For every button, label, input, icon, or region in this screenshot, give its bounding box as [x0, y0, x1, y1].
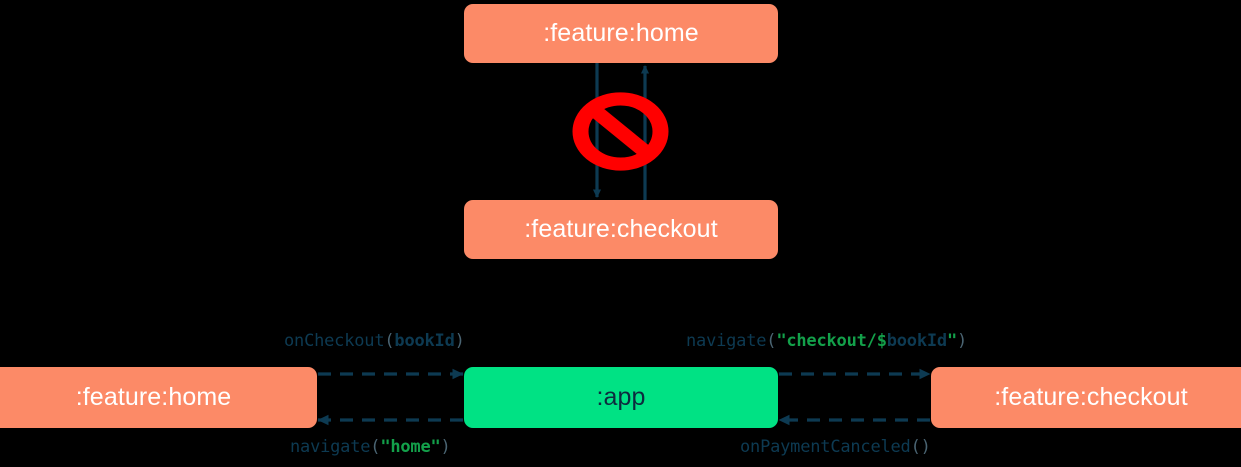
edge-label-on-payment-canceled: onPaymentCanceled(): [740, 437, 931, 457]
code-token-paren: ): [957, 331, 968, 351]
node-feature-checkout-top[interactable]: :feature:checkout: [464, 200, 778, 259]
code-token-arg: bookId: [886, 331, 947, 351]
code-token-paren: (: [766, 331, 777, 351]
node-feature-home-top[interactable]: :feature:home: [464, 4, 778, 63]
code-token-fn: navigate: [686, 331, 767, 351]
code-token-paren: (): [910, 437, 931, 457]
code-token-str: ": [946, 331, 957, 351]
node-label: :feature:checkout: [994, 383, 1188, 411]
code-token-str: "checkout/: [776, 331, 877, 351]
code-token-fn: onPaymentCanceled: [740, 437, 911, 457]
code-token-paren: (: [384, 331, 395, 351]
code-token-paren: ): [440, 437, 451, 457]
code-token-paren: (: [370, 437, 381, 457]
node-app[interactable]: :app: [464, 367, 778, 428]
code-token-paren: ): [454, 331, 465, 351]
node-feature-home-bottom[interactable]: :feature:home: [0, 367, 317, 428]
edge-label-navigate-home: navigate("home"): [290, 437, 451, 457]
edge-label-on-checkout: onCheckout(bookId): [284, 331, 465, 351]
code-token-fn: onCheckout: [284, 331, 385, 351]
code-token-interp: $: [876, 331, 887, 351]
node-label: :feature:checkout: [524, 215, 718, 243]
edge-label-navigate-checkout: navigate("checkout/$bookId"): [686, 331, 967, 351]
node-label: :feature:home: [543, 19, 699, 47]
node-label: :app: [596, 383, 646, 411]
code-token-fn: navigate: [290, 437, 371, 457]
forbidden-sign-icon: [572, 92, 669, 171]
code-token-arg: bookId: [394, 331, 455, 351]
node-feature-checkout-bottom[interactable]: :feature:checkout: [931, 367, 1241, 428]
code-token-str: "home": [380, 437, 441, 457]
node-label: :feature:home: [75, 383, 232, 411]
